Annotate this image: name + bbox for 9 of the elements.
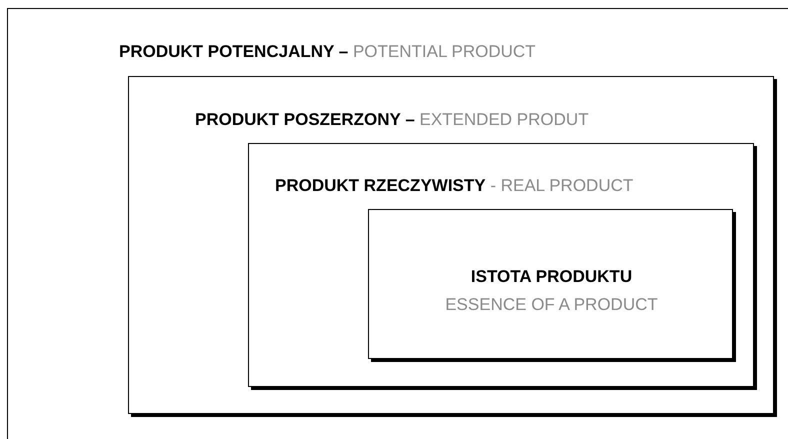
box-heading: ISTOTA PRODUKTU [470, 267, 634, 287]
nested-box [248, 143, 754, 387]
box-heading: PRODUKT POTENCJALNY – POTENTIAL PRODUCT [119, 42, 536, 62]
box-heading: PRODUKT RZECZYWISTY - REAL PRODUCT [275, 176, 634, 196]
nested-box [368, 209, 733, 359]
box-heading: PRODUKT POSZERZONY – EXTENDED PRODUT [195, 110, 589, 130]
nested-box [128, 76, 774, 414]
box-subheading: ESSENCE OF A PRODUCT [444, 295, 659, 315]
nested-box [7, 8, 788, 439]
